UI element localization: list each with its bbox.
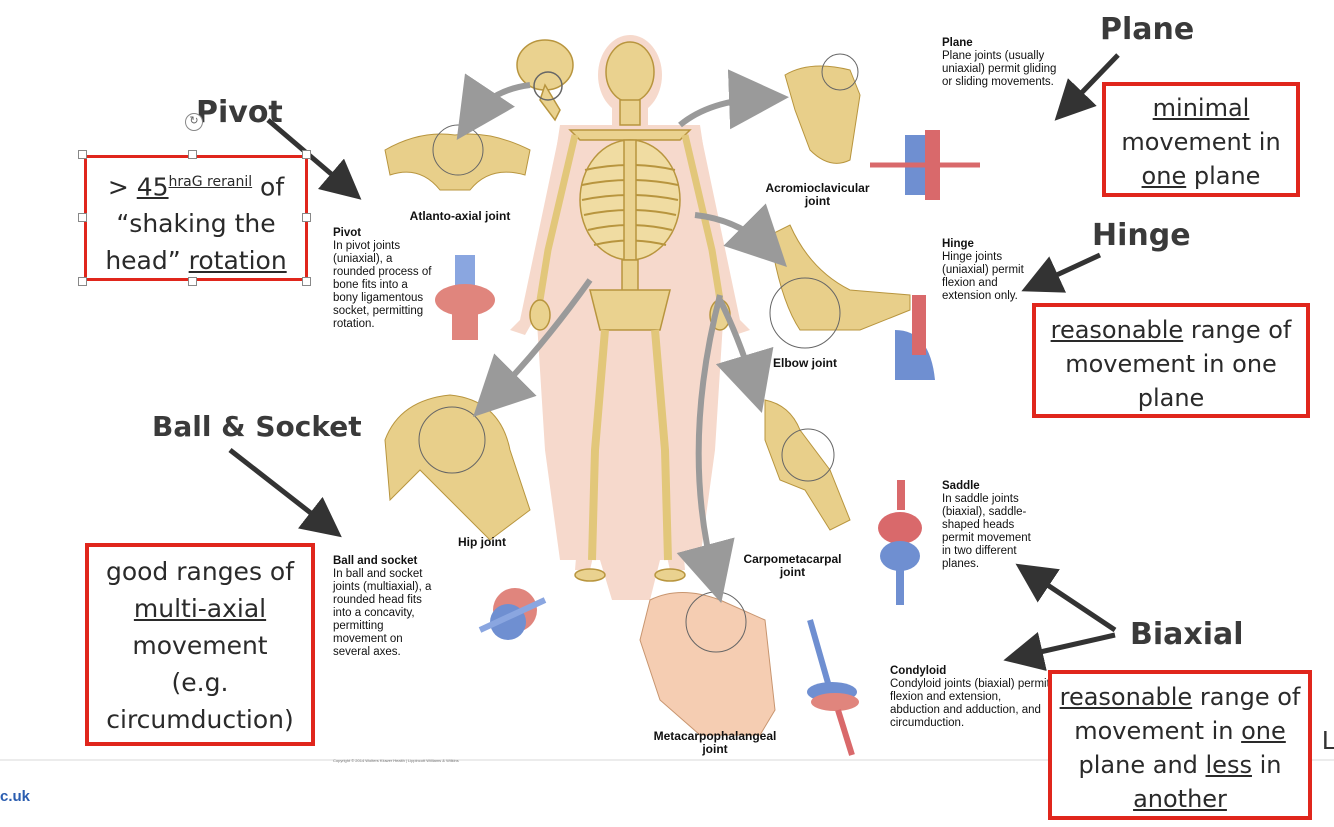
carpometacarpal-detail [764, 399, 851, 531]
pivot-heading: Pivot [196, 95, 283, 130]
ball-socket-model [478, 588, 547, 640]
copyright-notice: Copyright © 2014 Wolters Kluwer Health |… [333, 758, 459, 763]
pivot-box-line1: > 45hraG reranil of [107, 172, 285, 202]
atlanto-axial-joint-label: Atlanto-axial joint [409, 209, 511, 223]
hinge-heading: Hinge [1092, 218, 1191, 253]
condyloid-model [807, 619, 859, 756]
atlanto-axial-detail [384, 124, 531, 191]
acromioclavicular-joint-label: Acromioclavicular joint [765, 181, 870, 208]
metacarpophalangeal-detail [639, 591, 776, 736]
ball-socket-heading: Ball & Socket [152, 410, 362, 443]
elbow-joint-label: Elbow joint [773, 356, 837, 370]
resize-handle-bl[interactable] [78, 277, 87, 286]
metacarpophalangeal-joint-label: Metacarpophalangeal joint [653, 729, 777, 756]
hip-joint-label: Hip joint [458, 535, 506, 549]
ball-socket-text-box: good ranges of multi-axial movement (e.g… [85, 543, 315, 746]
footer-url[interactable]: c.uk [0, 788, 31, 805]
resize-handle-mr[interactable] [302, 213, 311, 222]
figure-arrows [456, 69, 789, 604]
pivot-text-box[interactable]: > 45hraG reranil of “shaking the head” r… [84, 155, 308, 281]
resize-handle-br[interactable] [302, 277, 311, 286]
skeleton [529, 41, 731, 582]
resize-handle-tr[interactable] [302, 150, 311, 159]
biaxial-text-box: reasonable range of movement in one plan… [1048, 670, 1312, 820]
plane-heading: Plane [1100, 12, 1195, 47]
pivot-box-line3: head” rotation [105, 246, 287, 276]
plane-text-box: minimal movement in one plane [1102, 82, 1300, 197]
resize-handle-ml[interactable] [78, 213, 87, 222]
pivot-box-line2: “shaking the [116, 209, 276, 239]
annotation-arrows [228, 53, 1120, 671]
elbow-detail [769, 224, 935, 380]
carpometacarpal-joint-label: Carpometacarpal joint [743, 552, 842, 579]
pivot-model [435, 255, 495, 340]
hip-detail [384, 394, 531, 541]
biaxial-heading: Biaxial [1130, 617, 1244, 652]
hinge-text-box: reasonable range of movement in one plan… [1032, 303, 1310, 418]
acromioclavicular-detail [784, 53, 980, 200]
resize-handle-tl[interactable] [78, 150, 87, 159]
saddle-model [878, 480, 922, 605]
skull-detail [516, 39, 574, 122]
cut-off-text: L [1322, 725, 1334, 755]
resize-handle-tc[interactable] [188, 150, 197, 159]
rotate-handle-icon[interactable]: ↻ [185, 113, 203, 131]
resize-handle-bc[interactable] [188, 277, 197, 286]
